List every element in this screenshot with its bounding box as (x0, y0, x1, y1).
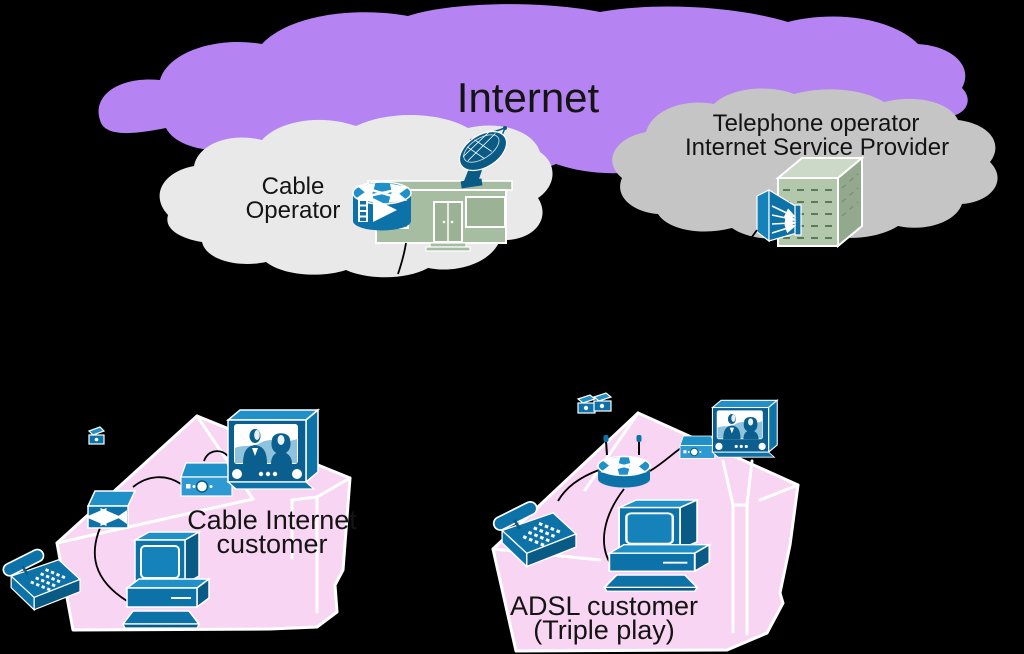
dslam-icon (756, 188, 802, 243)
telephone-isp-label-line1: Telephone operator (713, 110, 920, 137)
wireless-router-icon (597, 435, 651, 488)
satellite-dish-icon (458, 126, 508, 189)
cable-modem-icon (85, 490, 137, 529)
adsl-house-label-line1: ADSL customer (510, 591, 698, 621)
cable-operator-label-line1: Cable (262, 173, 325, 200)
cable-feed-line (397, 242, 407, 275)
cable-wall-tap-icon (87, 426, 106, 445)
set-top-box-icon (679, 435, 716, 459)
tv-icon (227, 409, 319, 490)
cable-house-label-line1: Cable Internet (187, 505, 357, 535)
cable-house-wires (86, 443, 229, 602)
telephone-isp-label-line2: Internet Service Provider (685, 134, 949, 161)
cmts-router-icon (352, 181, 412, 231)
internet-label: Internet (457, 74, 600, 121)
cable-operator-label-line2: Operator (246, 197, 341, 224)
dsl-splitter-icon (576, 392, 613, 414)
tv-icon (711, 399, 778, 458)
dsl-feed-line (745, 229, 758, 246)
set-top-box-icon (180, 462, 233, 497)
cable-house-label-line2: customer (216, 529, 327, 559)
adsl-house-label-line2: (Triple play) (533, 615, 675, 645)
